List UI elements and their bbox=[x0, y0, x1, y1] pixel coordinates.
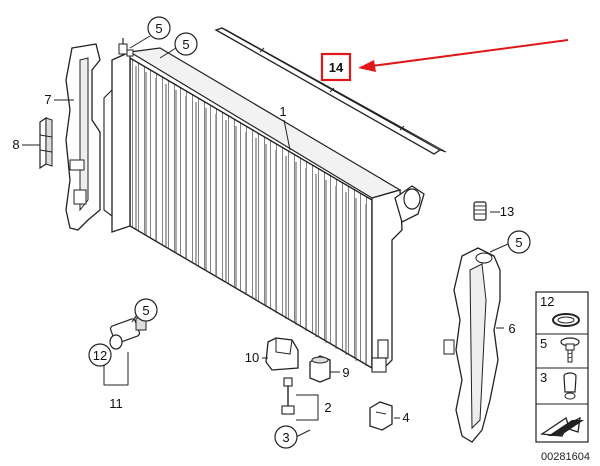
label-14: 14 bbox=[329, 60, 344, 75]
document-id: 00281604 bbox=[541, 451, 590, 463]
seal-strip[interactable] bbox=[214, 27, 447, 155]
legend-row-3[interactable]: 3 bbox=[540, 370, 577, 400]
legend-num-3: 3 bbox=[540, 370, 547, 385]
rubber-bush[interactable] bbox=[309, 355, 331, 383]
clip-pin[interactable] bbox=[281, 377, 295, 415]
parts-legend: 12 5 3 bbox=[535, 291, 589, 443]
callout-5-c[interactable]: 5 bbox=[507, 230, 531, 254]
label-5d: 5 bbox=[142, 303, 149, 318]
label-6: 6 bbox=[508, 321, 515, 336]
callout-12[interactable]: 12 bbox=[88, 343, 112, 367]
bracket-left[interactable] bbox=[65, 43, 101, 231]
legend-row-5[interactable]: 5 bbox=[540, 336, 580, 363]
label-5a: 5 bbox=[155, 21, 162, 36]
label-11: 11 bbox=[109, 396, 123, 411]
label-7: 7 bbox=[44, 92, 51, 107]
legend-num-12: 12 bbox=[540, 294, 554, 309]
label-2: 2 bbox=[324, 400, 331, 415]
rubber-mount[interactable] bbox=[369, 401, 393, 431]
plug[interactable] bbox=[473, 201, 487, 221]
radiator-core[interactable] bbox=[103, 38, 425, 373]
temperature-sensor[interactable] bbox=[109, 317, 147, 350]
highlight-box: 14 bbox=[320, 52, 352, 82]
callout-5-d[interactable]: 5 bbox=[134, 298, 158, 322]
callout-5-b[interactable]: 5 bbox=[174, 32, 198, 56]
label-10: 10 bbox=[245, 350, 259, 365]
legend-row-12[interactable]: 12 bbox=[540, 294, 580, 327]
o-ring-icon bbox=[552, 313, 580, 327]
label-5c: 5 bbox=[515, 235, 522, 250]
highlight-arrow bbox=[358, 39, 569, 72]
label-1: 1 bbox=[279, 104, 286, 119]
label-13: 13 bbox=[500, 204, 514, 219]
label-3: 3 bbox=[282, 430, 289, 445]
label-9: 9 bbox=[342, 365, 349, 380]
label-8: 8 bbox=[12, 137, 19, 152]
legend-num-5: 5 bbox=[540, 336, 547, 351]
seal-pad[interactable] bbox=[39, 116, 53, 170]
view-arrow-icon bbox=[540, 410, 584, 438]
label-12: 12 bbox=[93, 348, 107, 363]
label-4: 4 bbox=[402, 410, 409, 425]
callout-5-a[interactable]: 5 bbox=[147, 16, 171, 40]
callout-3[interactable]: 3 bbox=[274, 425, 298, 449]
screw-icon bbox=[560, 337, 580, 363]
clip-icon bbox=[563, 372, 577, 400]
holder[interactable] bbox=[265, 337, 299, 371]
bracket-right[interactable] bbox=[443, 247, 501, 443]
label-5b: 5 bbox=[182, 37, 189, 52]
leader-lines bbox=[22, 35, 509, 438]
